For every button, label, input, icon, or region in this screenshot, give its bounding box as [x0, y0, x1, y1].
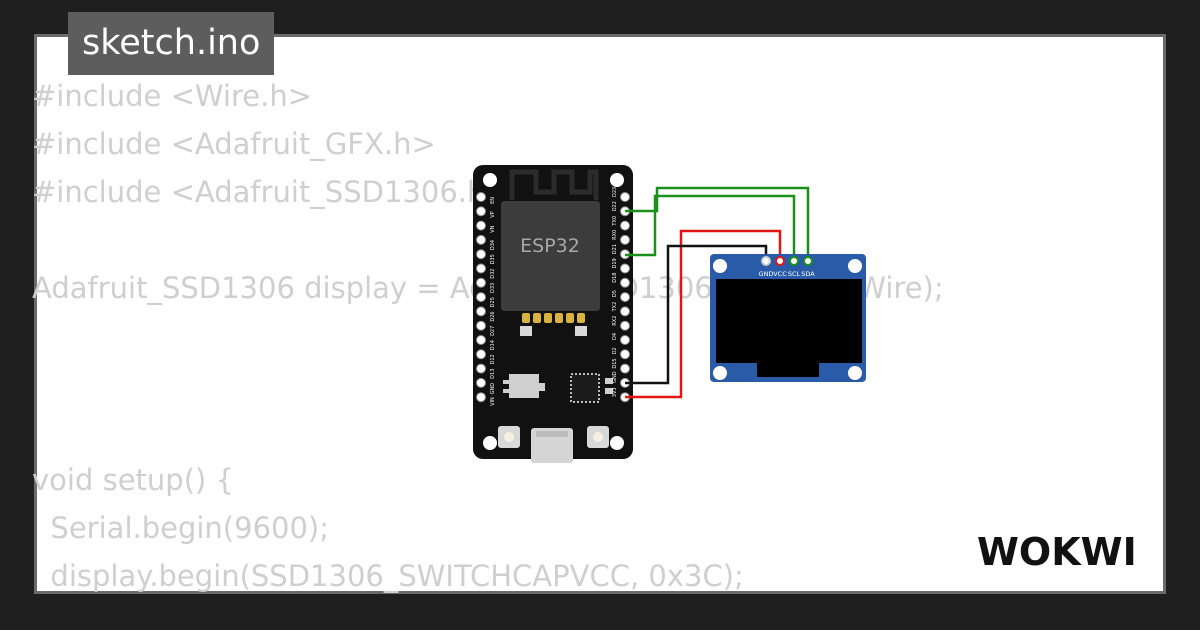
pin-label: D5 [612, 290, 618, 297]
code-line: display.begin(SSD1306_SWITCHCAPVCC, 0x3C… [32, 559, 744, 593]
wire-scl [625, 186, 810, 254]
reset-button[interactable] [587, 426, 609, 448]
pin-label: D27 [490, 326, 496, 336]
esp32-module-shield [501, 201, 600, 311]
brand-logo-text: WOKWI [977, 530, 1137, 574]
oled-ribbon [757, 363, 819, 377]
pin-label: 3V3 [612, 387, 618, 397]
usb-uart-chip [570, 373, 600, 403]
pin-label: D22 [612, 201, 618, 211]
code-line: #include <Adafruit_GFX.h> [32, 127, 436, 161]
pin-d18[interactable] [620, 277, 630, 288]
wires [625, 186, 810, 399]
pin-label: D35 [490, 254, 496, 264]
wire-sda [625, 194, 796, 257]
pin-d33[interactable] [476, 277, 486, 288]
boot-button[interactable] [498, 426, 520, 448]
oled-pin-scl[interactable] [789, 256, 799, 266]
oled-pin-gnd[interactable] [761, 256, 771, 266]
pin-rx0[interactable] [620, 234, 630, 245]
pin-vn[interactable] [476, 220, 486, 231]
pin-label: D23 [612, 187, 618, 197]
pin-label: VIN [490, 397, 496, 406]
code-line: #include <Wire.h> [32, 79, 313, 113]
pin-label: D12 [490, 354, 496, 364]
oled-pin-label: SCL [788, 270, 801, 278]
esp32-chip-label: ESP32 [520, 235, 580, 257]
file-tab[interactable]: sketch.ino [68, 12, 275, 75]
oled-pin-label: VCC [773, 270, 787, 278]
oled-pin-label: SDA [801, 270, 815, 278]
code-line: Serial.begin(9600); [32, 511, 330, 545]
code-line: #include <Adafruit_SSD1306.h> [32, 175, 510, 209]
pin-d27[interactable] [476, 320, 486, 331]
pin-d25[interactable] [476, 292, 486, 303]
pin-d26[interactable] [476, 306, 486, 317]
pin-label: GND [612, 371, 618, 383]
pin-d32[interactable] [476, 263, 486, 274]
esp32-board[interactable]: ESP32 [473, 165, 633, 463]
pin-d12[interactable] [476, 349, 486, 360]
oled-pin-label: GND [759, 270, 774, 278]
oled-pin-sda[interactable] [803, 256, 813, 266]
pin-label: D19 [612, 258, 618, 268]
oled-pin-vcc[interactable] [775, 256, 785, 266]
pin-label: RX0 [612, 230, 618, 240]
pin-rx2[interactable] [620, 320, 630, 331]
pin-label: VP [490, 211, 496, 217]
wire-gnd [625, 244, 768, 385]
pin-label: D26 [490, 311, 496, 321]
pin-label: RX2 [612, 316, 618, 326]
pin-tx0[interactable] [620, 220, 630, 231]
pin-vin[interactable] [476, 392, 486, 403]
pin-d34[interactable] [476, 234, 486, 245]
pin-d2[interactable] [620, 349, 630, 360]
pin-d23[interactable] [620, 192, 630, 202]
pin-label: TX0 [612, 216, 618, 227]
pin-label: D18 [612, 273, 618, 283]
pin-label: D14 [490, 340, 496, 350]
pin-d19[interactable] [620, 263, 630, 274]
pin-label: D25 [490, 297, 496, 307]
code-line: void setup() { [32, 463, 234, 497]
pin-d15[interactable] [620, 363, 630, 374]
pin-label: VN [490, 225, 496, 232]
pin-label: GND [490, 383, 496, 395]
oled-screen [716, 279, 862, 363]
pin-d4[interactable] [620, 335, 630, 345]
pin-vp[interactable] [476, 206, 486, 217]
voltage-regulator [509, 374, 539, 398]
pin-label: D13 [490, 369, 496, 379]
pin-d13[interactable] [476, 363, 486, 374]
pin-label: D4 [612, 333, 618, 340]
pin-label: D33 [490, 283, 496, 293]
pin-d5[interactable] [620, 292, 630, 303]
pin-en[interactable] [476, 192, 486, 202]
pin-label: D15 [612, 358, 618, 368]
wokwi-logo: WOKWI [977, 530, 1137, 574]
pin-label: D2 [612, 347, 618, 354]
pin-label: D21 [612, 244, 618, 254]
pin-label: EN [490, 197, 496, 204]
wire-vcc [625, 229, 782, 399]
pin-tx2[interactable] [620, 306, 630, 317]
pin-label: D34 [490, 240, 496, 250]
pin-d35[interactable] [476, 249, 486, 260]
pin-gnd[interactable] [476, 377, 486, 388]
pin-label: TX2 [612, 302, 618, 313]
pin-d14[interactable] [476, 335, 486, 345]
pin-label: D32 [490, 269, 496, 279]
